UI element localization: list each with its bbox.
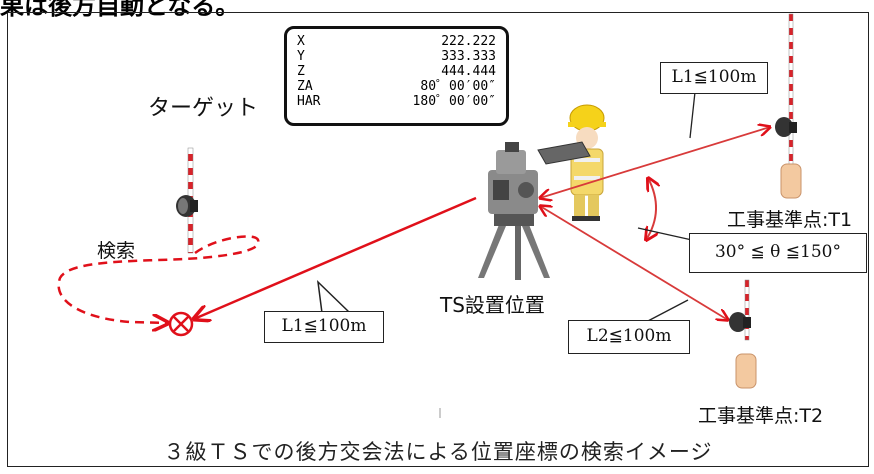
figure-caption: ３級ＴＳでの後方交会法による位置座標の検索イメージ	[163, 440, 713, 464]
searched-point-icon	[168, 311, 194, 337]
diagram-frame	[7, 12, 869, 467]
l1-callout-pointer	[316, 279, 351, 314]
ts-position-label: TS設置位置	[440, 293, 545, 317]
l1-search-callout: L1≦100m	[264, 311, 384, 343]
t1-prism-pole	[775, 13, 802, 199]
sight-line-t1	[540, 127, 770, 198]
total-station-icon	[478, 142, 550, 280]
angle-callout: 30° ≦ θ ≦150°	[689, 233, 867, 273]
angle-arc	[646, 178, 656, 240]
target-prism-pole	[176, 147, 198, 254]
heading-text: 果は後方自動となる。	[0, 0, 240, 20]
t2-label: 工事基準点:T2	[698, 405, 824, 427]
sight-line-t2	[540, 206, 728, 320]
t2-prism-pole	[729, 279, 757, 389]
surveyor-person-icon	[537, 104, 606, 221]
search-path	[57, 235, 260, 323]
t1-label: 工事基準点:T1	[727, 209, 853, 231]
l2-distance-callout: L2≦100m	[568, 320, 690, 354]
search-label: 検索	[97, 240, 136, 262]
target-label: ターゲット	[148, 96, 259, 121]
distance-line-l1-search	[194, 196, 477, 319]
l1-distance-callout: L1≦100m	[660, 62, 768, 94]
